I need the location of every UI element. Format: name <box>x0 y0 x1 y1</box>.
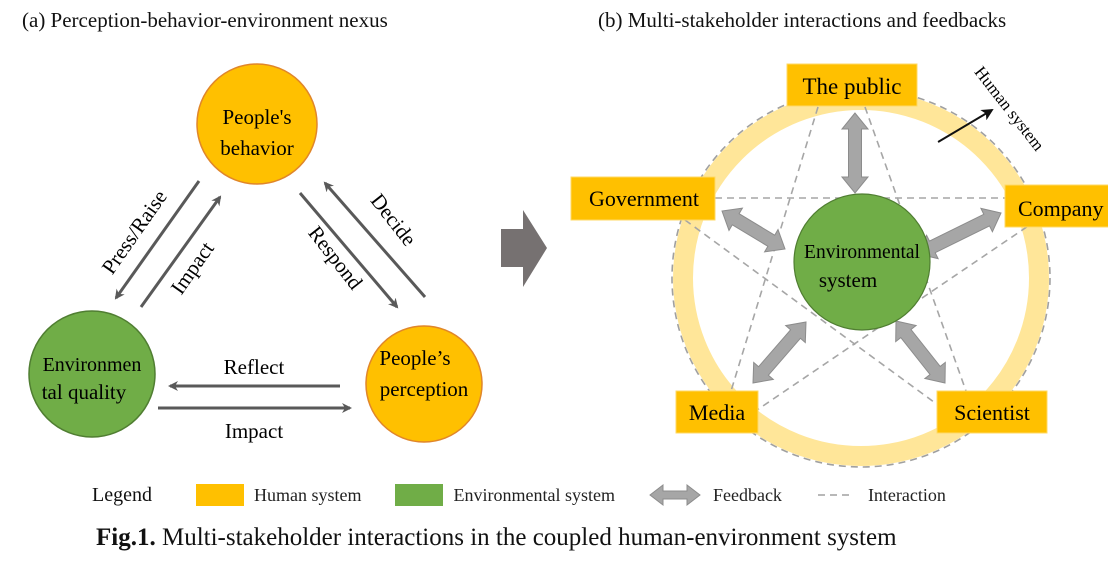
panel-b: Environmental system The public Governme… <box>570 63 1108 468</box>
label-decide: Decide <box>366 189 422 251</box>
panel-b-title: (b) Multi-stakeholder interactions and f… <box>598 8 1007 32</box>
legend-swatch-human <box>195 484 244 506</box>
label-reflect: Reflect <box>224 355 285 379</box>
stakeholder-scientist-label: Scientist <box>954 400 1030 425</box>
node-environmental-quality: Environmen tal quality <box>28 310 156 438</box>
legend-item-feedback: Feedback <box>649 483 782 507</box>
stakeholder-government-label: Government <box>589 186 699 211</box>
stakeholder-media-label: Media <box>689 400 745 425</box>
transition-arrow-icon <box>501 210 547 287</box>
panel-a-title: (a) Perception-behavior-environment nexu… <box>22 8 388 32</box>
label-impact-right: Impact <box>225 419 283 443</box>
human-system-pointer-icon <box>937 108 994 143</box>
arrow-impact-up <box>139 195 222 308</box>
panel-a: Press/Raise Impact Respond Decide Reflec… <box>28 63 483 443</box>
legend-label-human: Human system <box>253 484 362 505</box>
caption-text: Multi-stakeholder interactions in the co… <box>155 524 897 551</box>
feedback-arrow-government <box>721 207 786 253</box>
legend-label-feedback: Feedback <box>712 484 782 505</box>
node-behavior-line2: behavior <box>220 136 293 160</box>
double-arrow-icon <box>649 483 701 507</box>
legend-title: Legend <box>92 483 152 506</box>
node-peoples-perception: People’s perception <box>365 325 483 443</box>
stakeholder-scientist: Scientist <box>936 390 1048 434</box>
node-behavior-line1: People's <box>222 105 291 129</box>
node-environment-line2: tal quality <box>42 380 127 404</box>
label-press-raise: Press/Raise <box>97 185 172 278</box>
stakeholder-public: The public <box>786 63 918 107</box>
legend: Legend Human system Environmental system… <box>92 482 980 508</box>
feedback-arrows <box>721 112 1002 384</box>
environmental-system-node: Environmental system <box>793 193 931 331</box>
arrow-decide <box>323 181 427 298</box>
feedback-arrow-company <box>917 207 1002 260</box>
figure-caption: Fig.1. Multi-stakeholder interactions in… <box>96 524 897 552</box>
label-respond: Respond <box>303 221 367 294</box>
legend-item-human: Human system <box>195 484 362 506</box>
legend-item-interaction: Interaction <box>816 485 946 506</box>
env-system-line1: Environmental <box>804 242 920 263</box>
legend-item-environmental: Environmental system <box>395 484 615 506</box>
stakeholder-public-label: The public <box>803 74 902 99</box>
feedback-arrow-media <box>752 321 807 384</box>
feedback-arrow-public <box>840 112 870 194</box>
env-system-line2: system <box>819 268 877 292</box>
caption-label: Fig.1. <box>96 524 156 551</box>
node-environment-line1: Environmen <box>43 354 142 376</box>
arrow-press-raise <box>114 180 201 300</box>
node-peoples-behavior: People's behavior <box>196 63 318 185</box>
dashed-line-icon <box>817 494 854 496</box>
interaction-line <box>684 219 939 406</box>
stakeholder-media: Media <box>675 390 759 434</box>
legend-label-environmental: Environmental system <box>453 484 615 505</box>
stakeholder-company-label: Company <box>1018 196 1104 221</box>
stakeholder-company: Company <box>1004 184 1108 228</box>
arrow-respond <box>298 192 399 309</box>
legend-swatch-environmental <box>395 484 444 506</box>
node-perception-line2: perception <box>380 377 469 401</box>
stakeholder-government: Government <box>570 176 716 221</box>
feedback-arrow-scientist <box>895 320 946 384</box>
label-impact-up: Impact <box>166 237 219 299</box>
legend-label-interaction: Interaction <box>867 484 946 505</box>
node-perception-line1: People’s <box>379 346 450 370</box>
